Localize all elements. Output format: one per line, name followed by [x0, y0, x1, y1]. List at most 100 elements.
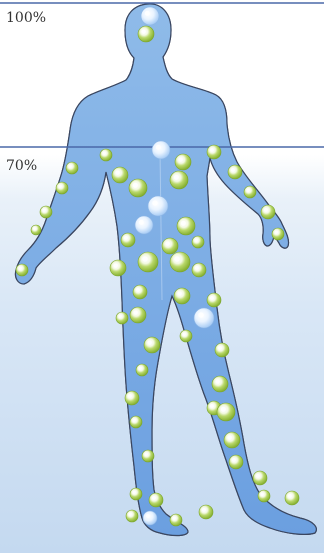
bubble-highlight	[174, 256, 180, 262]
green-bubble	[162, 238, 178, 254]
green-bubble	[126, 510, 138, 522]
bubble-highlight	[19, 267, 22, 270]
green-bubble	[229, 455, 243, 469]
green-bubble	[129, 179, 147, 197]
green-bubble	[138, 252, 158, 272]
green-bubble	[217, 403, 235, 421]
green-bubble	[228, 165, 242, 179]
bubble-highlight	[227, 435, 231, 439]
bubble-highlight	[232, 458, 236, 462]
bubble-highlight	[156, 145, 161, 150]
bubble-highlight	[147, 340, 151, 344]
bubble-highlight	[103, 152, 106, 155]
green-bubble	[177, 217, 195, 235]
green-bubble	[272, 228, 284, 240]
green-bubble	[192, 263, 206, 277]
bubble-highlight	[264, 208, 268, 212]
bubble-highlight	[165, 241, 169, 245]
bubble-highlight	[181, 221, 186, 226]
green-bubble	[110, 260, 126, 276]
green-bubble	[244, 186, 256, 198]
bubble-highlight	[145, 453, 148, 456]
bubble-highlight	[256, 474, 260, 478]
bubble-highlight	[133, 310, 137, 314]
green-bubble	[174, 288, 190, 304]
bubble-highlight	[128, 394, 132, 398]
green-bubble	[133, 285, 147, 299]
bubble-highlight	[183, 333, 186, 336]
bubble-highlight	[129, 513, 132, 516]
green-bubble	[285, 491, 299, 505]
green-bubble	[112, 167, 128, 183]
blue-bubble	[141, 7, 159, 25]
green-bubble	[215, 343, 229, 357]
bubble-highlight	[69, 165, 72, 168]
bubble-highlight	[115, 170, 119, 174]
green-bubble	[144, 337, 160, 353]
green-bubble	[170, 171, 188, 189]
green-bubble	[207, 145, 221, 159]
level-label-70: 70%	[6, 158, 37, 174]
bubble-highlight	[210, 296, 214, 300]
green-bubble	[100, 149, 112, 161]
bubble-highlight	[215, 379, 219, 383]
green-bubble	[40, 206, 52, 218]
bubble-highlight	[152, 200, 158, 206]
green-bubble	[170, 514, 182, 526]
green-bubble	[130, 416, 142, 428]
bubble-highlight	[173, 517, 176, 520]
level-label-100: 100%	[6, 10, 46, 26]
bubble-highlight	[210, 148, 214, 152]
bubble-highlight	[261, 493, 264, 496]
green-bubble	[16, 264, 28, 276]
green-bubble	[116, 312, 128, 324]
bubble-highlight	[142, 256, 148, 262]
bubble-highlight	[139, 220, 144, 225]
green-bubble	[207, 293, 221, 307]
bubble-highlight	[174, 175, 179, 180]
bubble-highlight	[275, 231, 278, 234]
green-bubble	[175, 154, 191, 170]
bubble-highlight	[139, 367, 142, 370]
green-bubble	[170, 252, 190, 272]
green-bubble	[31, 225, 41, 235]
human-figure	[15, 4, 316, 536]
green-bubble	[136, 364, 148, 376]
green-bubble	[261, 205, 275, 219]
bubble-highlight	[288, 494, 292, 498]
green-bubble	[199, 505, 213, 519]
bubble-highlight	[247, 189, 250, 192]
green-bubble	[142, 450, 154, 462]
green-bubble	[180, 330, 192, 342]
green-bubble	[192, 236, 204, 248]
bubble-highlight	[202, 508, 206, 512]
green-bubble	[224, 432, 240, 448]
green-bubble	[130, 488, 142, 500]
bubble-highlight	[124, 236, 128, 240]
green-bubble	[125, 391, 139, 405]
green-bubble	[212, 376, 228, 392]
green-bubble	[130, 307, 146, 323]
bubble-highlight	[145, 11, 150, 16]
bubble-highlight	[133, 183, 138, 188]
bubble-highlight	[141, 29, 145, 33]
bubble-highlight	[133, 419, 136, 422]
bubble-highlight	[43, 209, 46, 212]
bubble-highlight	[198, 312, 204, 318]
green-bubble	[121, 233, 135, 247]
bubble-highlight	[136, 288, 140, 292]
bubble-highlight	[113, 263, 117, 267]
bubble-highlight	[152, 496, 156, 500]
green-bubble	[66, 162, 78, 174]
bubble-highlight	[195, 239, 198, 242]
blue-bubble	[152, 141, 170, 159]
green-bubble	[253, 471, 267, 485]
bubble-highlight	[178, 157, 182, 161]
green-bubble	[149, 493, 163, 507]
green-bubble	[56, 182, 68, 194]
bubble-highlight	[59, 185, 62, 188]
bubble-highlight	[210, 404, 214, 408]
blue-bubble	[148, 196, 168, 216]
bubble-highlight	[218, 346, 222, 350]
